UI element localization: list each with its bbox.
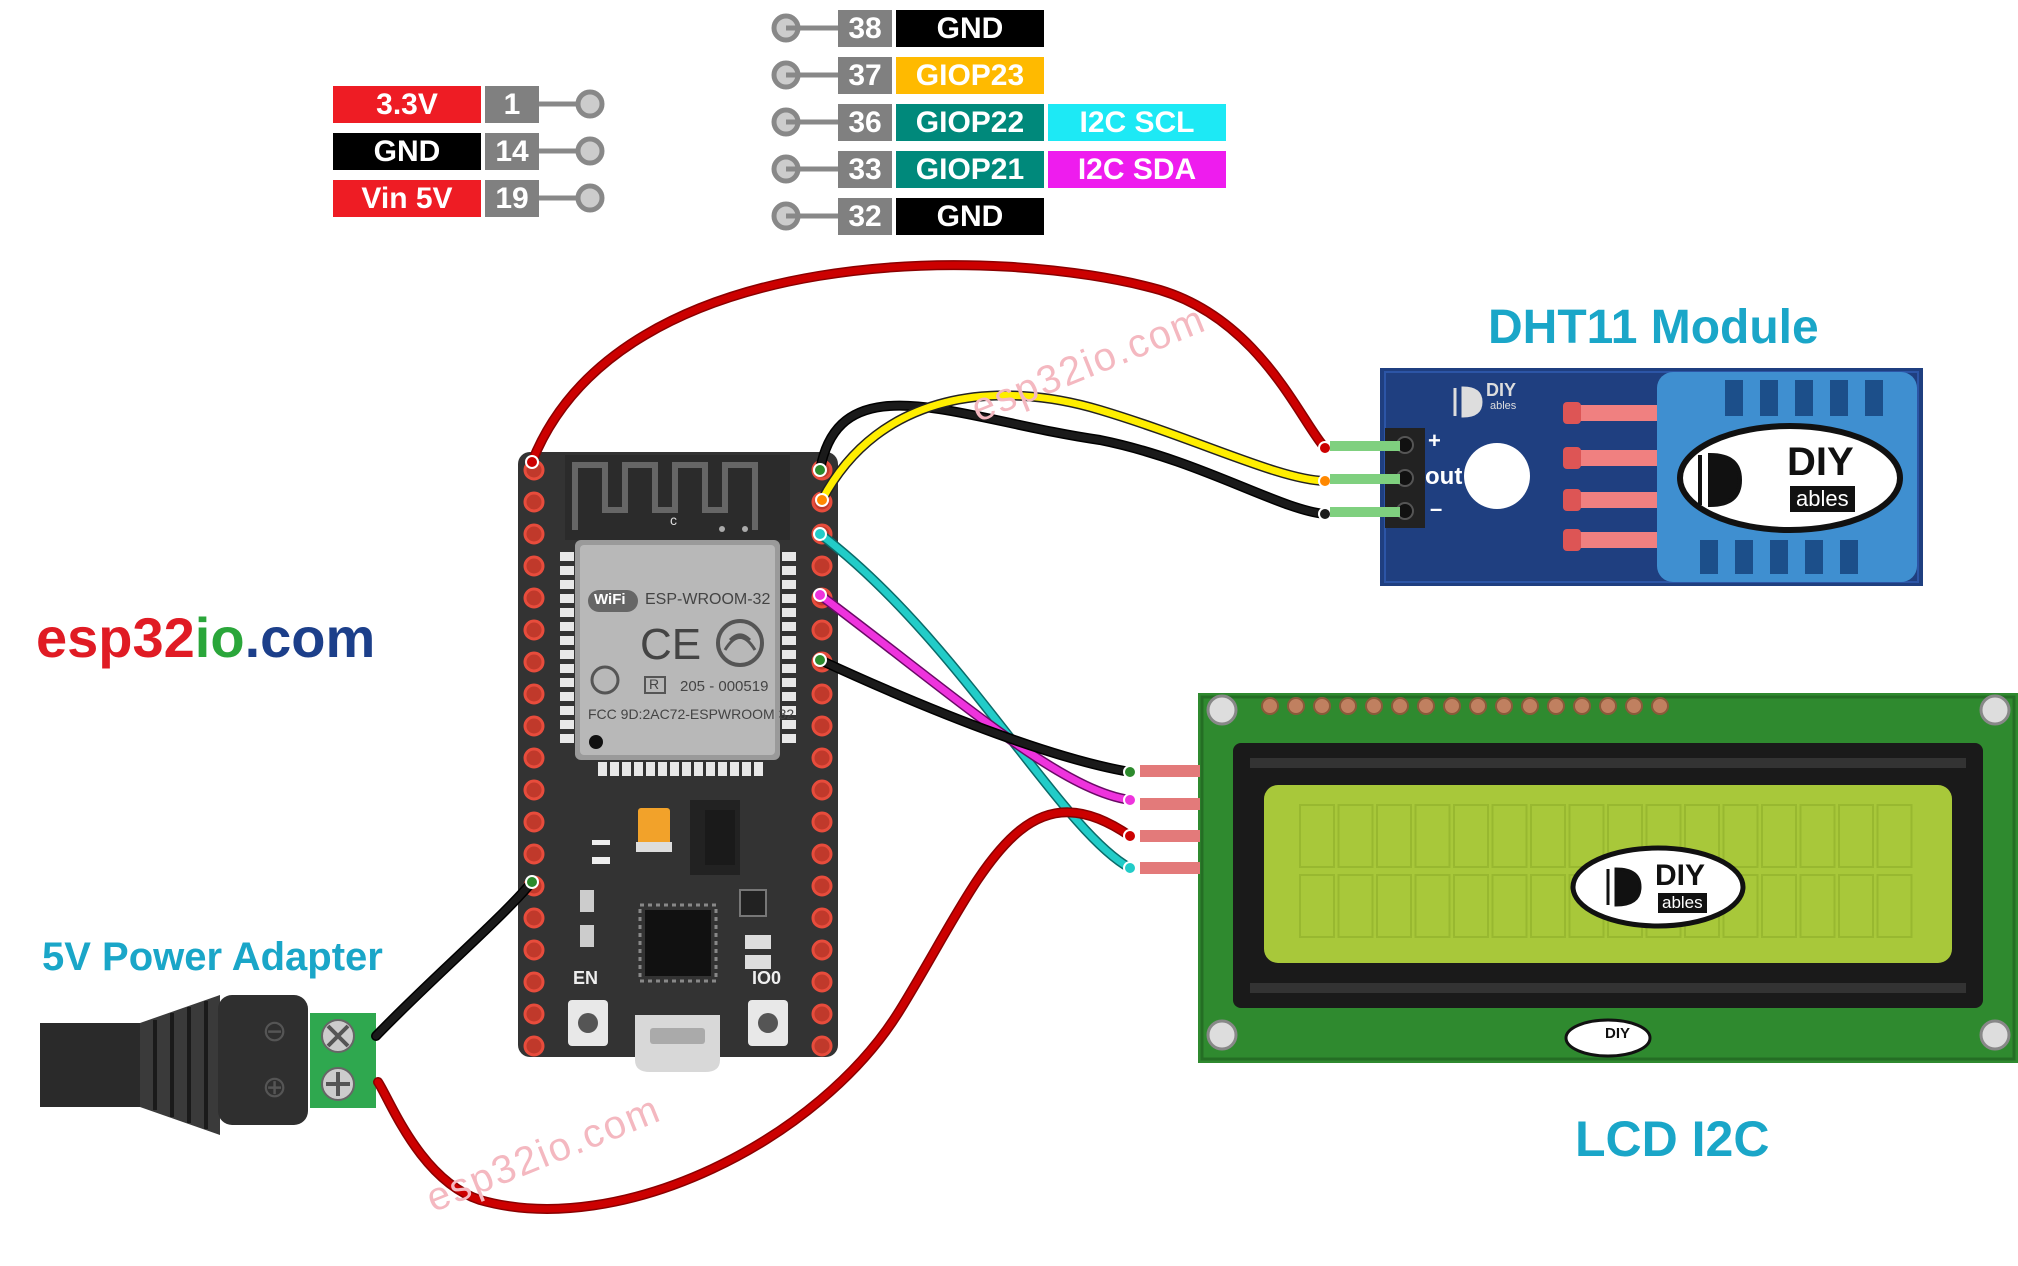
right-pin-number: 38 [838,10,892,47]
io0-label: IO0 [752,968,782,988]
fcc-text: FCC 9D:2AC72-ESPWROOM 32 [588,706,795,722]
adapter-plus-symbol: ⊕ [262,1071,288,1104]
left-pin-number: 14 [485,133,539,170]
dht11-module [1380,368,1923,586]
lcd-title: LCD I2C [1575,1111,1770,1167]
antenna-mark: c [670,512,677,528]
dht-header-pins [1330,441,1400,517]
lcd-logo-bottom: ables [1658,893,1707,913]
dht-logo-bottom: ables [1790,486,1855,512]
right-pin-number: 32 [838,198,892,235]
left-pin-label: GND [333,133,481,170]
cert-r: R [649,676,660,692]
dht-logo-top: DIY [1787,440,1854,484]
dht-minus: – [1430,496,1443,521]
dht-small-logo-top: DIY [1486,380,1517,400]
brand-left: esp32 [36,606,195,669]
right-pin-function: I2C SDA [1048,151,1226,188]
module-name: ESP-WROOM-32 [645,591,771,608]
brand-right: .com [244,606,376,669]
right-pin-number: 33 [838,151,892,188]
right-pin-label: GIOP23 [896,57,1044,94]
brand-mid: io [194,606,245,669]
wifi-badge-text: WiFi [594,591,626,608]
wire-endpoints [525,441,1332,889]
left-pin-number: 1 [485,86,539,123]
right-pin-label: GIOP22 [896,104,1044,141]
right-pin-number: 36 [838,104,892,141]
right-pin-number: 37 [838,57,892,94]
left-pin-terminal [575,136,605,166]
right-pin-label: GIOP21 [896,151,1044,188]
lcd-i2c [1140,693,2018,1063]
right-pin-function: I2C SCL [1048,104,1226,141]
cert-code: 205 - 000519 [680,678,769,695]
esp32-board [518,452,838,1072]
ce-mark: CE [640,620,702,669]
power-adapter [40,995,376,1135]
en-label: EN [573,968,599,988]
left-header-stubs [539,89,605,213]
left-pin-number: 19 [485,180,539,217]
wire-vin-red [527,260,1330,467]
left-pin-terminal [575,89,605,119]
right-header-stubs [771,13,838,231]
left-pin-terminal [575,183,605,213]
brand-logo: esp32io.com [36,605,375,670]
lcd-small-logo-top: DIY [1605,1025,1631,1042]
dht11-title: DHT11 Module [1488,301,1819,354]
left-pin-label: 3.3V [333,86,481,123]
dht-small-logo-bottom: ables [1490,400,1517,412]
dht-out: out [1425,463,1463,490]
wires [371,260,1330,1214]
right-pin-label: GND [896,198,1044,235]
lcd-logo-top: DIY [1655,859,1706,892]
left-pin-label: Vin 5V [333,180,481,217]
dht-plus: + [1428,428,1441,453]
adapter-minus-symbol: ⊖ [262,1015,288,1048]
power-adapter-title: 5V Power Adapter [42,935,383,979]
right-pin-label: GND [896,10,1044,47]
